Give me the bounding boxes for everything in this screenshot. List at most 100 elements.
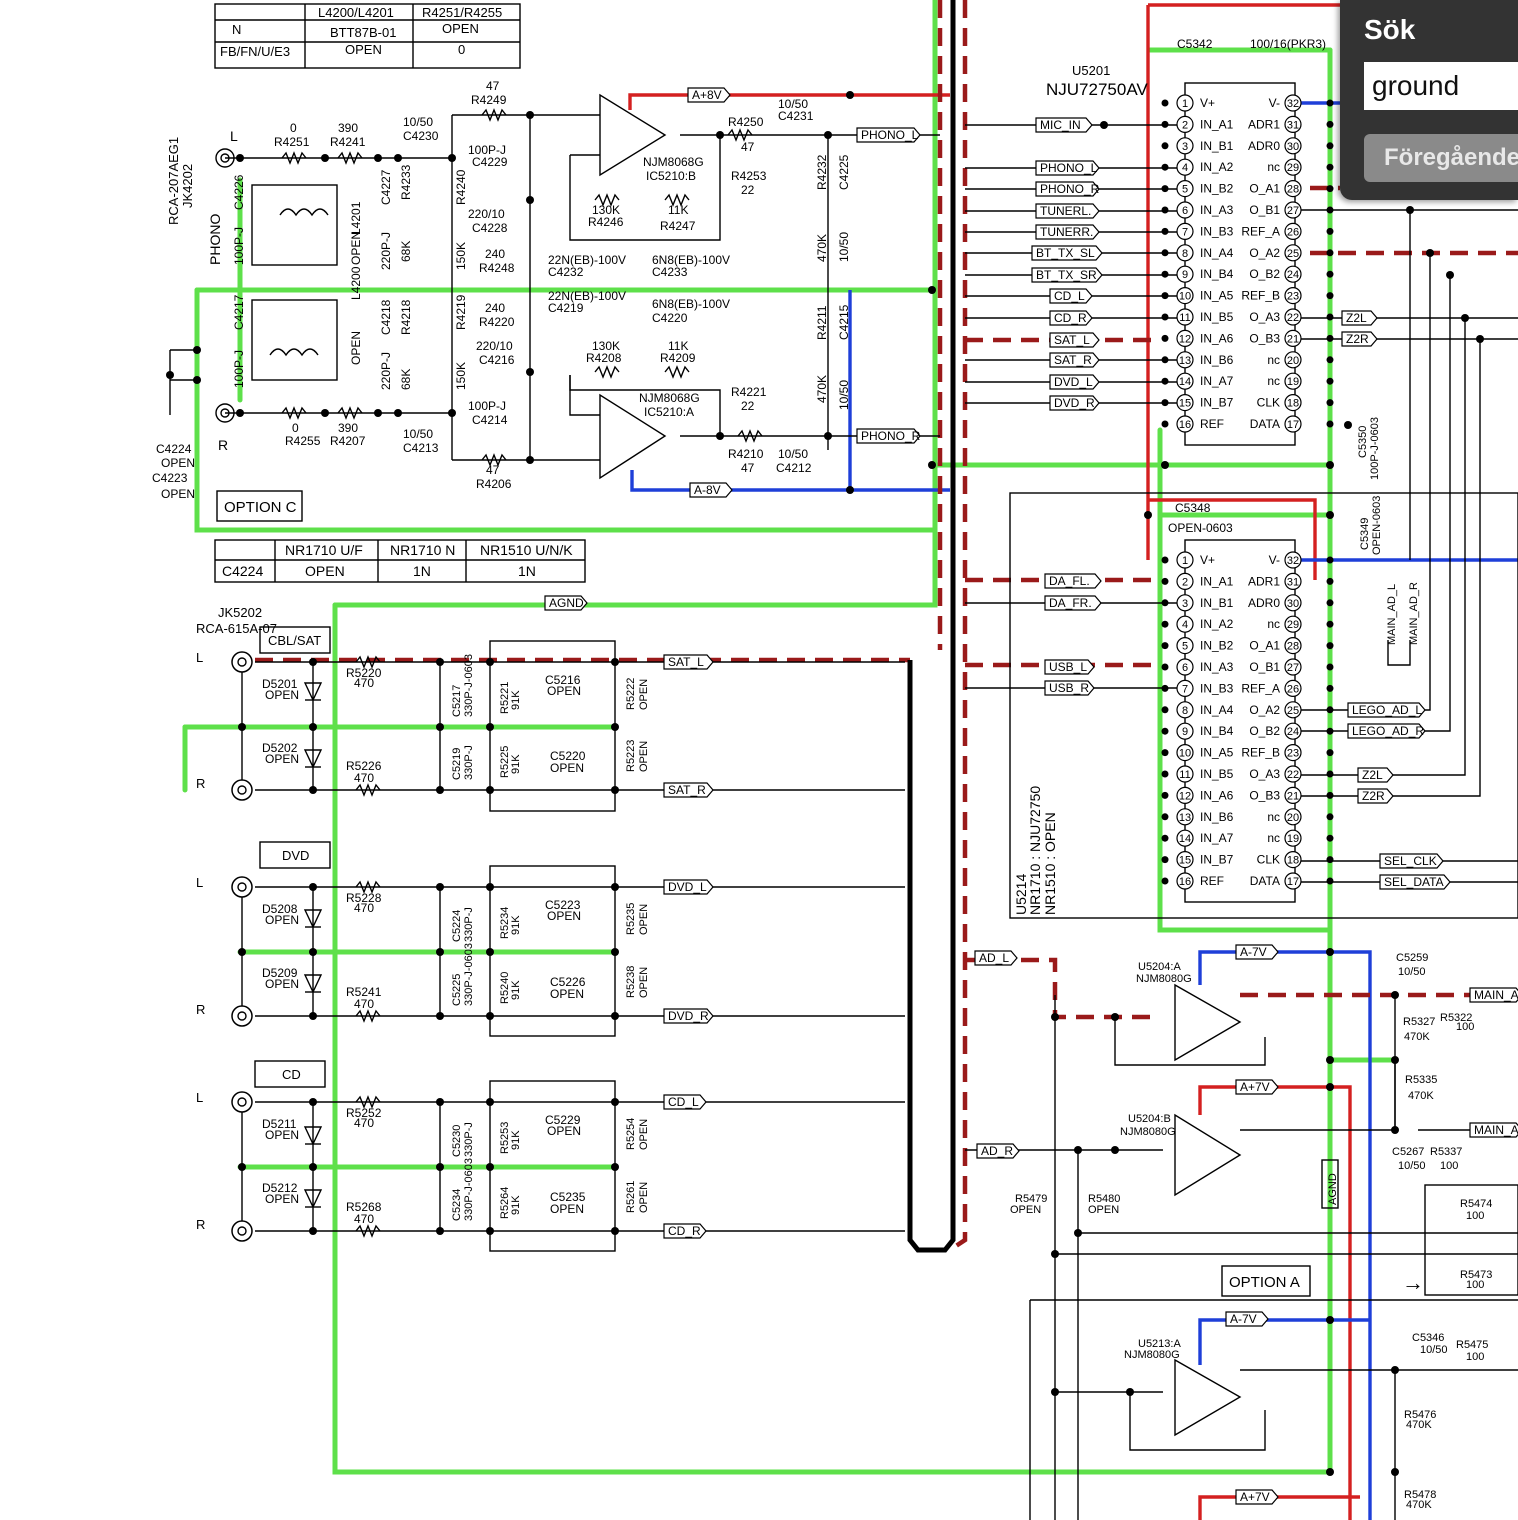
net-label-u5214-output: SEL_CLK: [1379, 853, 1444, 869]
phono-channel-r: R: [218, 437, 228, 453]
part-ref: C5350: [1357, 426, 1369, 458]
part-ref: C4219: [548, 301, 584, 315]
part-value: OPEN: [1010, 1204, 1041, 1216]
pin-number: 24: [1287, 269, 1299, 281]
net-label-group-out-l-text: CD_L: [668, 1095, 699, 1109]
part-ref: R4221: [731, 385, 767, 399]
search-input[interactable]: [1364, 62, 1518, 110]
pin-name-left: IN_A2: [1200, 160, 1234, 174]
pin-circle: [1176, 94, 1194, 112]
part-value: 470K: [1406, 1419, 1432, 1431]
pin-circle: [1284, 829, 1302, 847]
pin-name-right: REF_A: [1241, 224, 1280, 238]
pin-junction: [1326, 813, 1334, 821]
net-label-u5214-output-text: Z2L: [1362, 768, 1383, 782]
pin-number: 23: [1287, 291, 1299, 303]
pin-number: 11: [1179, 312, 1190, 324]
pin-junction: [1326, 577, 1334, 585]
pin-junction: [1161, 856, 1169, 864]
table-cell: N: [232, 22, 241, 37]
pin-circle: [1284, 765, 1302, 783]
part-value: OPEN: [265, 688, 299, 702]
part-value: 470: [354, 1116, 374, 1130]
part-value: 130K: [592, 203, 620, 217]
pin-name-left: IN_A3: [1200, 660, 1234, 674]
part-value: OPEN: [265, 977, 299, 991]
previous-match-button[interactable]: Föregående: [1364, 134, 1518, 182]
pin-junction: [1161, 749, 1169, 757]
part-value: OPEN: [638, 1119, 650, 1150]
part-ref: R5335: [1405, 1074, 1437, 1086]
part-value: 470: [354, 901, 374, 915]
net-label-u5214-output: LEGO_AD_L: [1347, 702, 1426, 718]
part-ref: C4224: [156, 442, 192, 456]
part-ref: C4233: [652, 265, 688, 279]
part-ref: R4247: [660, 219, 696, 233]
part-value: 470: [354, 771, 374, 785]
part-value: 330P-J: [463, 745, 475, 780]
u5214-variant-2: NR1510 : OPEN: [1042, 812, 1058, 915]
pin-number: 1: [1182, 555, 1188, 567]
pin-junction: [1326, 313, 1334, 321]
pin-number: 32: [1287, 98, 1299, 110]
pin-junction: [1161, 684, 1169, 692]
part-value: OPEN: [638, 967, 650, 998]
pin-number: 13: [1179, 355, 1191, 367]
pin-number: 17: [1287, 419, 1299, 431]
net-label-u5201-input-text: SAT_R: [1054, 353, 1092, 367]
part-value: OPEN: [638, 741, 650, 772]
part-ref: D5208: [262, 902, 298, 916]
pin-circle: [1176, 786, 1194, 805]
pin-junction: [1326, 399, 1334, 407]
net-label-u5201-input-text: DVD_L: [1054, 375, 1093, 389]
pin-number: 18: [1287, 398, 1299, 410]
pin-name-right: O_B1: [1249, 203, 1280, 217]
pin-circle: [1284, 201, 1302, 219]
signal-bus: [907, 0, 956, 1253]
part-value: OPEN: [349, 331, 363, 365]
pin-junction: [1326, 377, 1334, 385]
part-ref: C5234: [451, 1189, 463, 1221]
input-wiring: [231, 640, 905, 1252]
pin-junction: [1161, 356, 1169, 364]
part-ref: D5209: [262, 966, 298, 980]
part-ref: C5259: [1396, 952, 1428, 964]
part-value: 150K: [454, 362, 468, 390]
part-ref: R4209: [660, 351, 696, 365]
pin-junction: [1161, 163, 1169, 171]
pin-number: 5: [1182, 641, 1188, 653]
net-label-u5214-output: SEL_DATA: [1379, 874, 1451, 890]
pin-number: 21: [1287, 333, 1299, 345]
net-label-group-out-r: CD_R: [663, 1223, 707, 1239]
pin-junction: [1326, 620, 1334, 628]
pin-number: 23: [1287, 748, 1299, 760]
net-label-u5201-input: CD_R: [1049, 310, 1093, 326]
pin-circle: [1176, 222, 1194, 240]
pin-name-left: IN_B7: [1200, 853, 1234, 867]
group-channel-r: R: [196, 1217, 205, 1232]
pin-name-left: IN_B3: [1200, 681, 1234, 695]
pin-name-left: IN_B4: [1200, 724, 1234, 738]
part-ref: C4218: [379, 299, 393, 335]
pin-circle: [1176, 808, 1194, 826]
net-label-u5214-input: USB_R: [1044, 680, 1095, 696]
pin-circle: [1176, 287, 1194, 305]
net-label-u5201-input-text: PHONO_R: [1040, 182, 1100, 196]
pin-circle: [1284, 572, 1302, 591]
part-value: 100: [1456, 1021, 1474, 1033]
part-ref: R5252: [346, 1106, 382, 1120]
pin-number: 15: [1179, 398, 1191, 410]
u5214-ref: U5214: [1013, 874, 1029, 915]
part-value: 150K: [454, 242, 468, 270]
net-label-u5214-input: USB_L: [1044, 659, 1095, 675]
net-label-agnd: AGND: [544, 595, 588, 611]
part-value: 91K: [510, 1130, 522, 1150]
part-ref: C5224: [451, 910, 463, 942]
net-label-a-plus-7v: A+7V: [1235, 1489, 1279, 1505]
pin-circle: [1284, 636, 1302, 655]
pin-name-right: O_B3: [1249, 788, 1280, 802]
pin-circle: [1284, 265, 1302, 283]
net-label-group-out-l: SAT_L: [663, 654, 714, 670]
variant-table-c4224: NR1710 U/F NR1710 N NR1510 U/N/K C4224 O…: [214, 539, 586, 583]
part-ref: C5342: [1177, 37, 1213, 51]
